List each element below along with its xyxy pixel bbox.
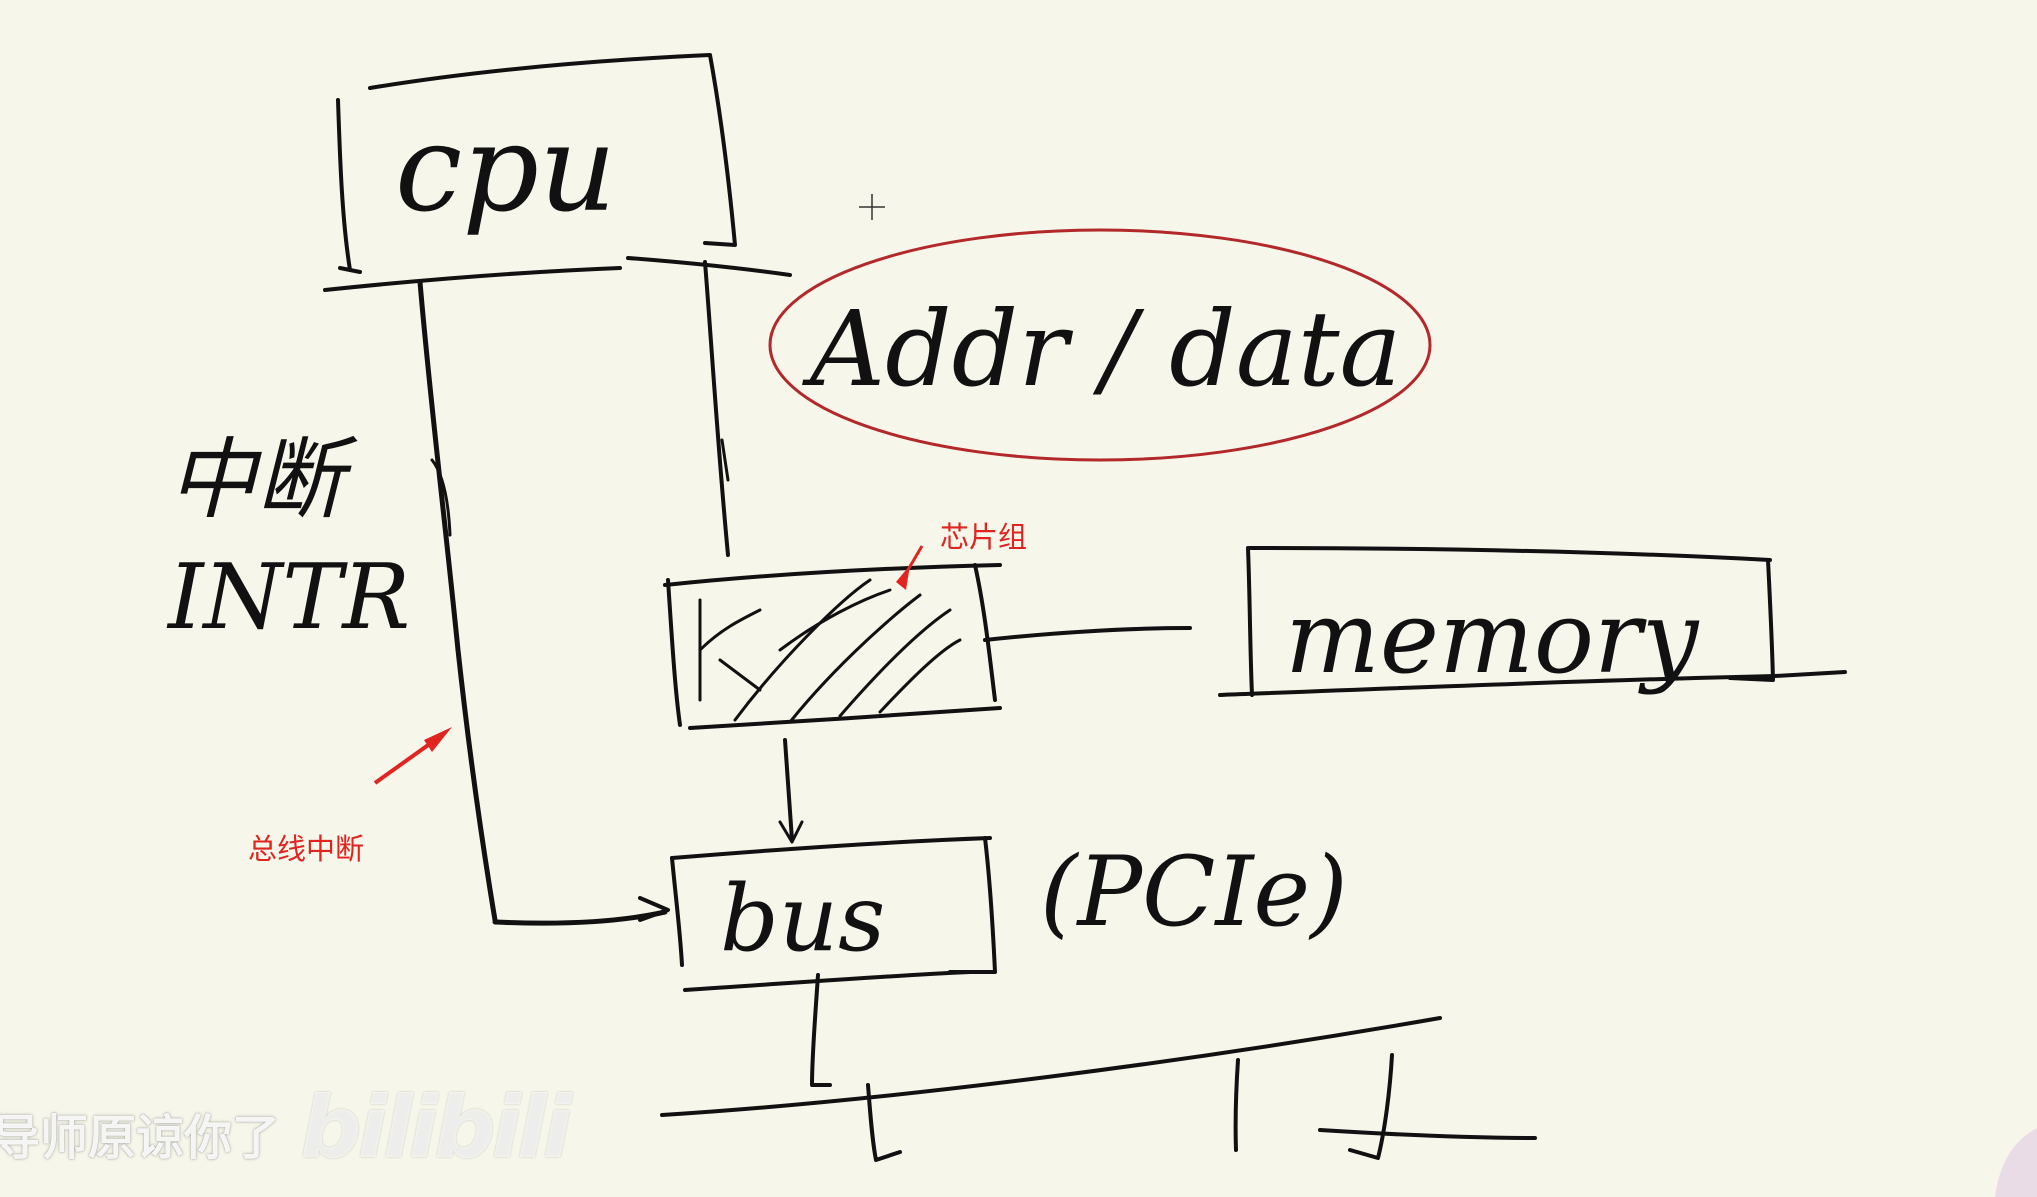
bottom-bus-line (660, 1016, 1537, 1162)
chipset-bus-line (783, 738, 794, 842)
memory-label: memory (1285, 579, 1700, 696)
addr-data-label: Addr / data (802, 288, 1402, 410)
cursor-crosshair-icon (859, 194, 885, 220)
intr-label: INTR (166, 545, 410, 650)
chipset-annotation: 芯片组 (940, 520, 1028, 554)
intr-line (417, 279, 670, 926)
bilibili-logo: bilibili (300, 1078, 572, 1178)
memory-box (1218, 546, 1847, 697)
chipset-arrow (896, 545, 924, 590)
chipset-memory-line (983, 626, 1192, 642)
bus-interrupt-annotation: 总线中断 (248, 832, 365, 866)
bus-box (670, 836, 997, 992)
addr-data-circle (768, 228, 1432, 462)
watermark-text: 导师原谅你了 (0, 1110, 281, 1166)
cpu-box (323, 53, 792, 292)
avatar-corner (1995, 1128, 2037, 1197)
cpu-chipset-line (703, 260, 730, 557)
chipset-box (663, 563, 1002, 730)
pcie-label: (PCIe) (1040, 836, 1348, 948)
interrupt-label: 中断 (168, 428, 358, 531)
bus-interrupt-arrow (373, 727, 452, 785)
cpu-label: cpu (395, 100, 616, 239)
bus-label: bus (720, 865, 885, 972)
